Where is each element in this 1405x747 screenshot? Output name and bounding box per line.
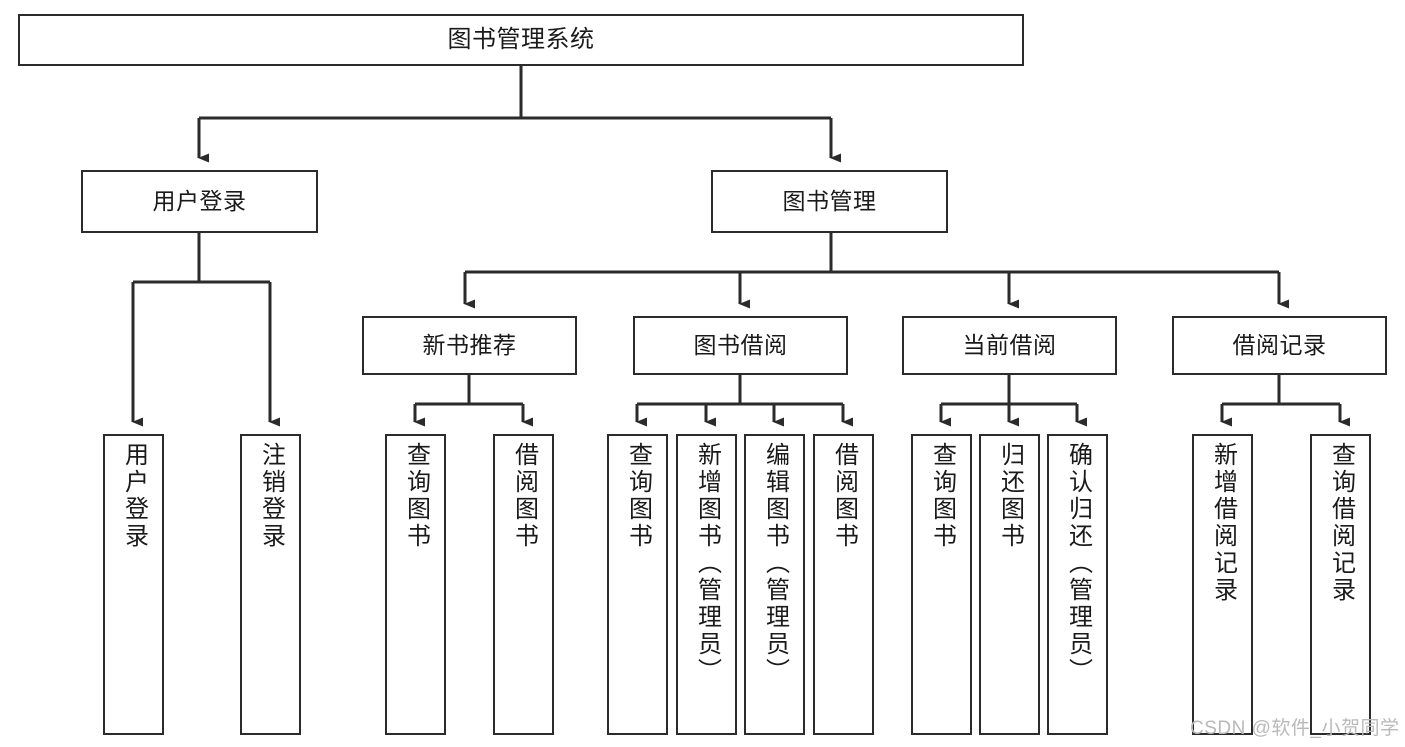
leaf-borrow-books[interactable]: 借阅图书 [813,434,874,735]
node-label: 用户登录 [120,442,148,550]
node-borrowing-records[interactable]: 借阅记录 [1172,316,1387,375]
node-label: 图书借阅 [693,331,788,358]
leaf-query-books-borrow[interactable]: 查询图书 [607,434,668,735]
node-label: 归还图书 [996,442,1024,550]
node-label: 查询图书 [402,442,430,550]
leaf-query-books-current[interactable]: 查询图书 [911,434,972,735]
leaf-query-books-new[interactable]: 查询图书 [385,434,446,735]
node-label: 编辑图书（管理员） [761,442,789,685]
node-book-management[interactable]: 图书管理 [711,170,948,233]
leaf-borrow-books-new[interactable]: 借阅图书 [493,434,554,735]
node-label: 图书管理 [782,187,877,214]
leaf-user-login[interactable]: 用户登录 [103,434,164,735]
leaf-add-book-admin[interactable]: 新增图书（管理员） [676,434,737,735]
node-label: 当前借阅 [962,331,1057,358]
node-current-borrowing[interactable]: 当前借阅 [902,316,1117,375]
node-label: 图书管理系统 [447,25,595,53]
node-label: 注销登录 [257,442,285,550]
leaf-return-books[interactable]: 归还图书 [979,434,1040,735]
node-label: 查询图书 [624,442,652,550]
node-label: 借阅记录 [1232,331,1327,358]
node-label: 新增借阅记录 [1209,442,1237,604]
node-new-book-recommendation[interactable]: 新书推荐 [362,316,577,375]
leaf-confirm-return-admin[interactable]: 确认归还（管理员） [1047,434,1108,735]
csdn-watermark: CSDN @软件_小贺同学 [1190,718,1400,739]
node-label: 查询图书 [928,442,956,550]
node-user-login[interactable]: 用户登录 [81,170,318,233]
leaf-logout[interactable]: 注销登录 [240,434,301,735]
node-label: 查询借阅记录 [1327,442,1355,604]
node-label: 借阅图书 [830,442,858,550]
node-book-borrowing[interactable]: 图书借阅 [633,316,848,375]
leaf-query-borrow-record[interactable]: 查询借阅记录 [1310,434,1371,735]
leaf-add-borrow-record[interactable]: 新增借阅记录 [1192,434,1253,735]
node-root-book-management-system[interactable]: 图书管理系统 [18,14,1024,66]
node-label: 借阅图书 [510,442,538,550]
node-label: 新书推荐 [422,331,517,358]
leaf-edit-book-admin[interactable]: 编辑图书（管理员） [744,434,805,735]
node-label: 用户登录 [152,187,247,214]
node-label: 新增图书（管理员） [693,442,721,685]
node-label: 确认归还（管理员） [1064,442,1092,685]
